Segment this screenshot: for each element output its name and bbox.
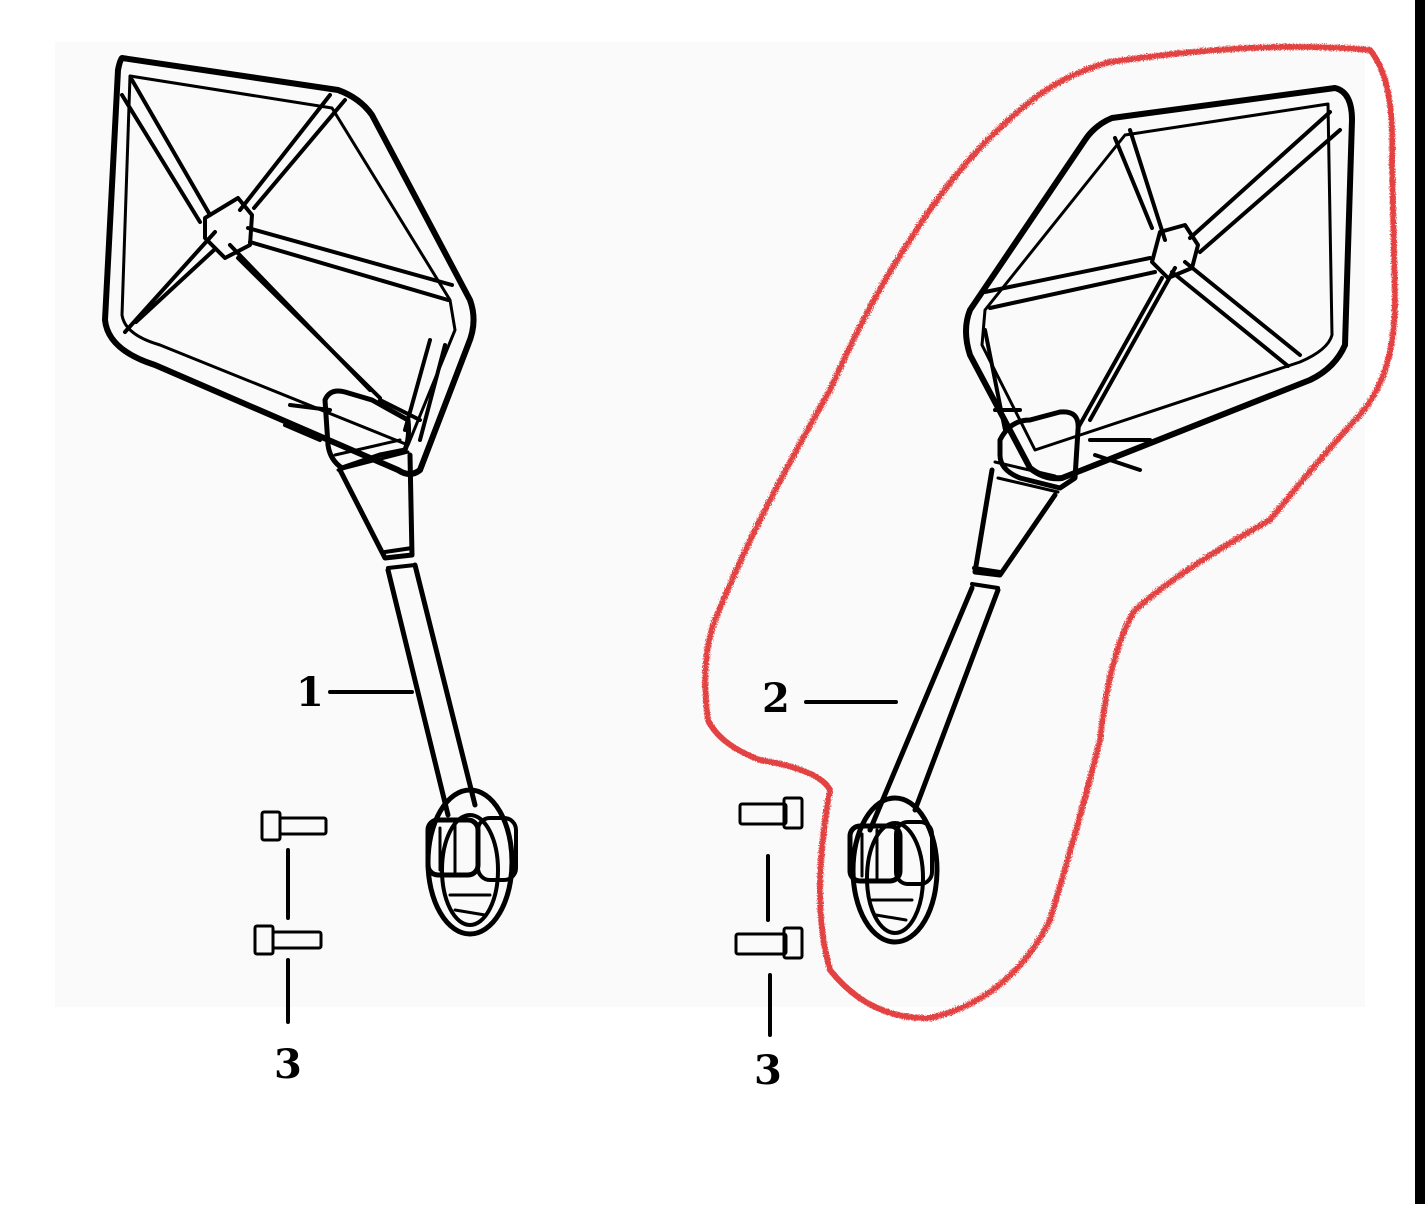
callout-label-3-right: 3 xyxy=(754,1047,782,1094)
right-bolt-top[interactable] xyxy=(738,796,804,830)
highlight-outline xyxy=(702,43,1398,1022)
left-mirror[interactable] xyxy=(102,55,518,937)
right-bolt-leader xyxy=(766,854,772,1037)
callout-label-1: 1 xyxy=(296,669,324,716)
callout-label-2: 2 xyxy=(762,675,790,722)
right-bolt-bottom[interactable] xyxy=(734,926,804,960)
right-edge-border xyxy=(1415,0,1425,1204)
right-mirror[interactable] xyxy=(847,85,1355,945)
callout-label-3-left: 3 xyxy=(274,1041,302,1088)
left-bolt-bottom[interactable] xyxy=(253,924,323,956)
diagram-backdrop xyxy=(55,42,1365,1007)
left-bolt-top[interactable] xyxy=(260,810,328,842)
